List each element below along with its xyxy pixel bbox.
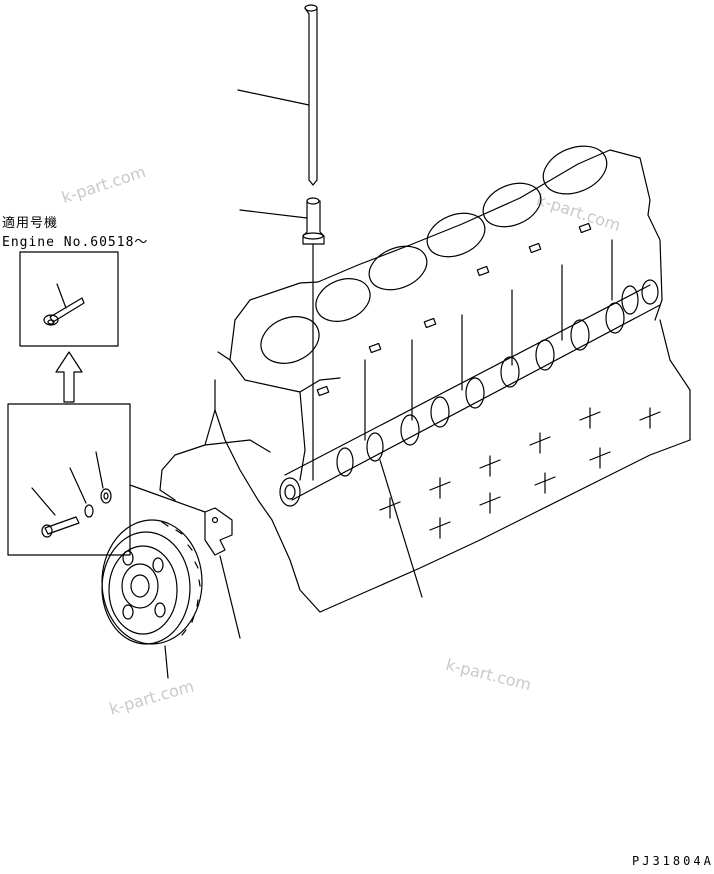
applicability-title: 適用号機 <box>2 216 59 231</box>
leader-line <box>219 555 241 639</box>
leader-line <box>31 487 56 516</box>
leader-line <box>164 645 169 679</box>
flange-bolt-inset <box>19 251 119 347</box>
drawing-code: PJ31804A <box>632 854 714 868</box>
dipstick-guide <box>239 197 325 481</box>
thrust-plate <box>204 507 241 639</box>
leader-line <box>95 451 104 489</box>
arrow-up-icon <box>55 351 83 403</box>
spring-washer <box>84 504 94 518</box>
engine-number-label: Engine No.60518～ <box>2 235 149 250</box>
leader-line <box>237 89 310 106</box>
plain-washer <box>100 488 112 504</box>
bolt <box>41 516 80 538</box>
leader-line <box>379 459 423 598</box>
leader-line <box>239 209 308 219</box>
camshaft <box>279 279 661 598</box>
leader-line <box>56 283 67 309</box>
dipstick <box>237 4 318 186</box>
leader-line <box>69 467 87 504</box>
bolt-washer-inset <box>7 403 206 556</box>
cylinder-block <box>159 145 691 613</box>
cam-gear <box>101 519 203 679</box>
